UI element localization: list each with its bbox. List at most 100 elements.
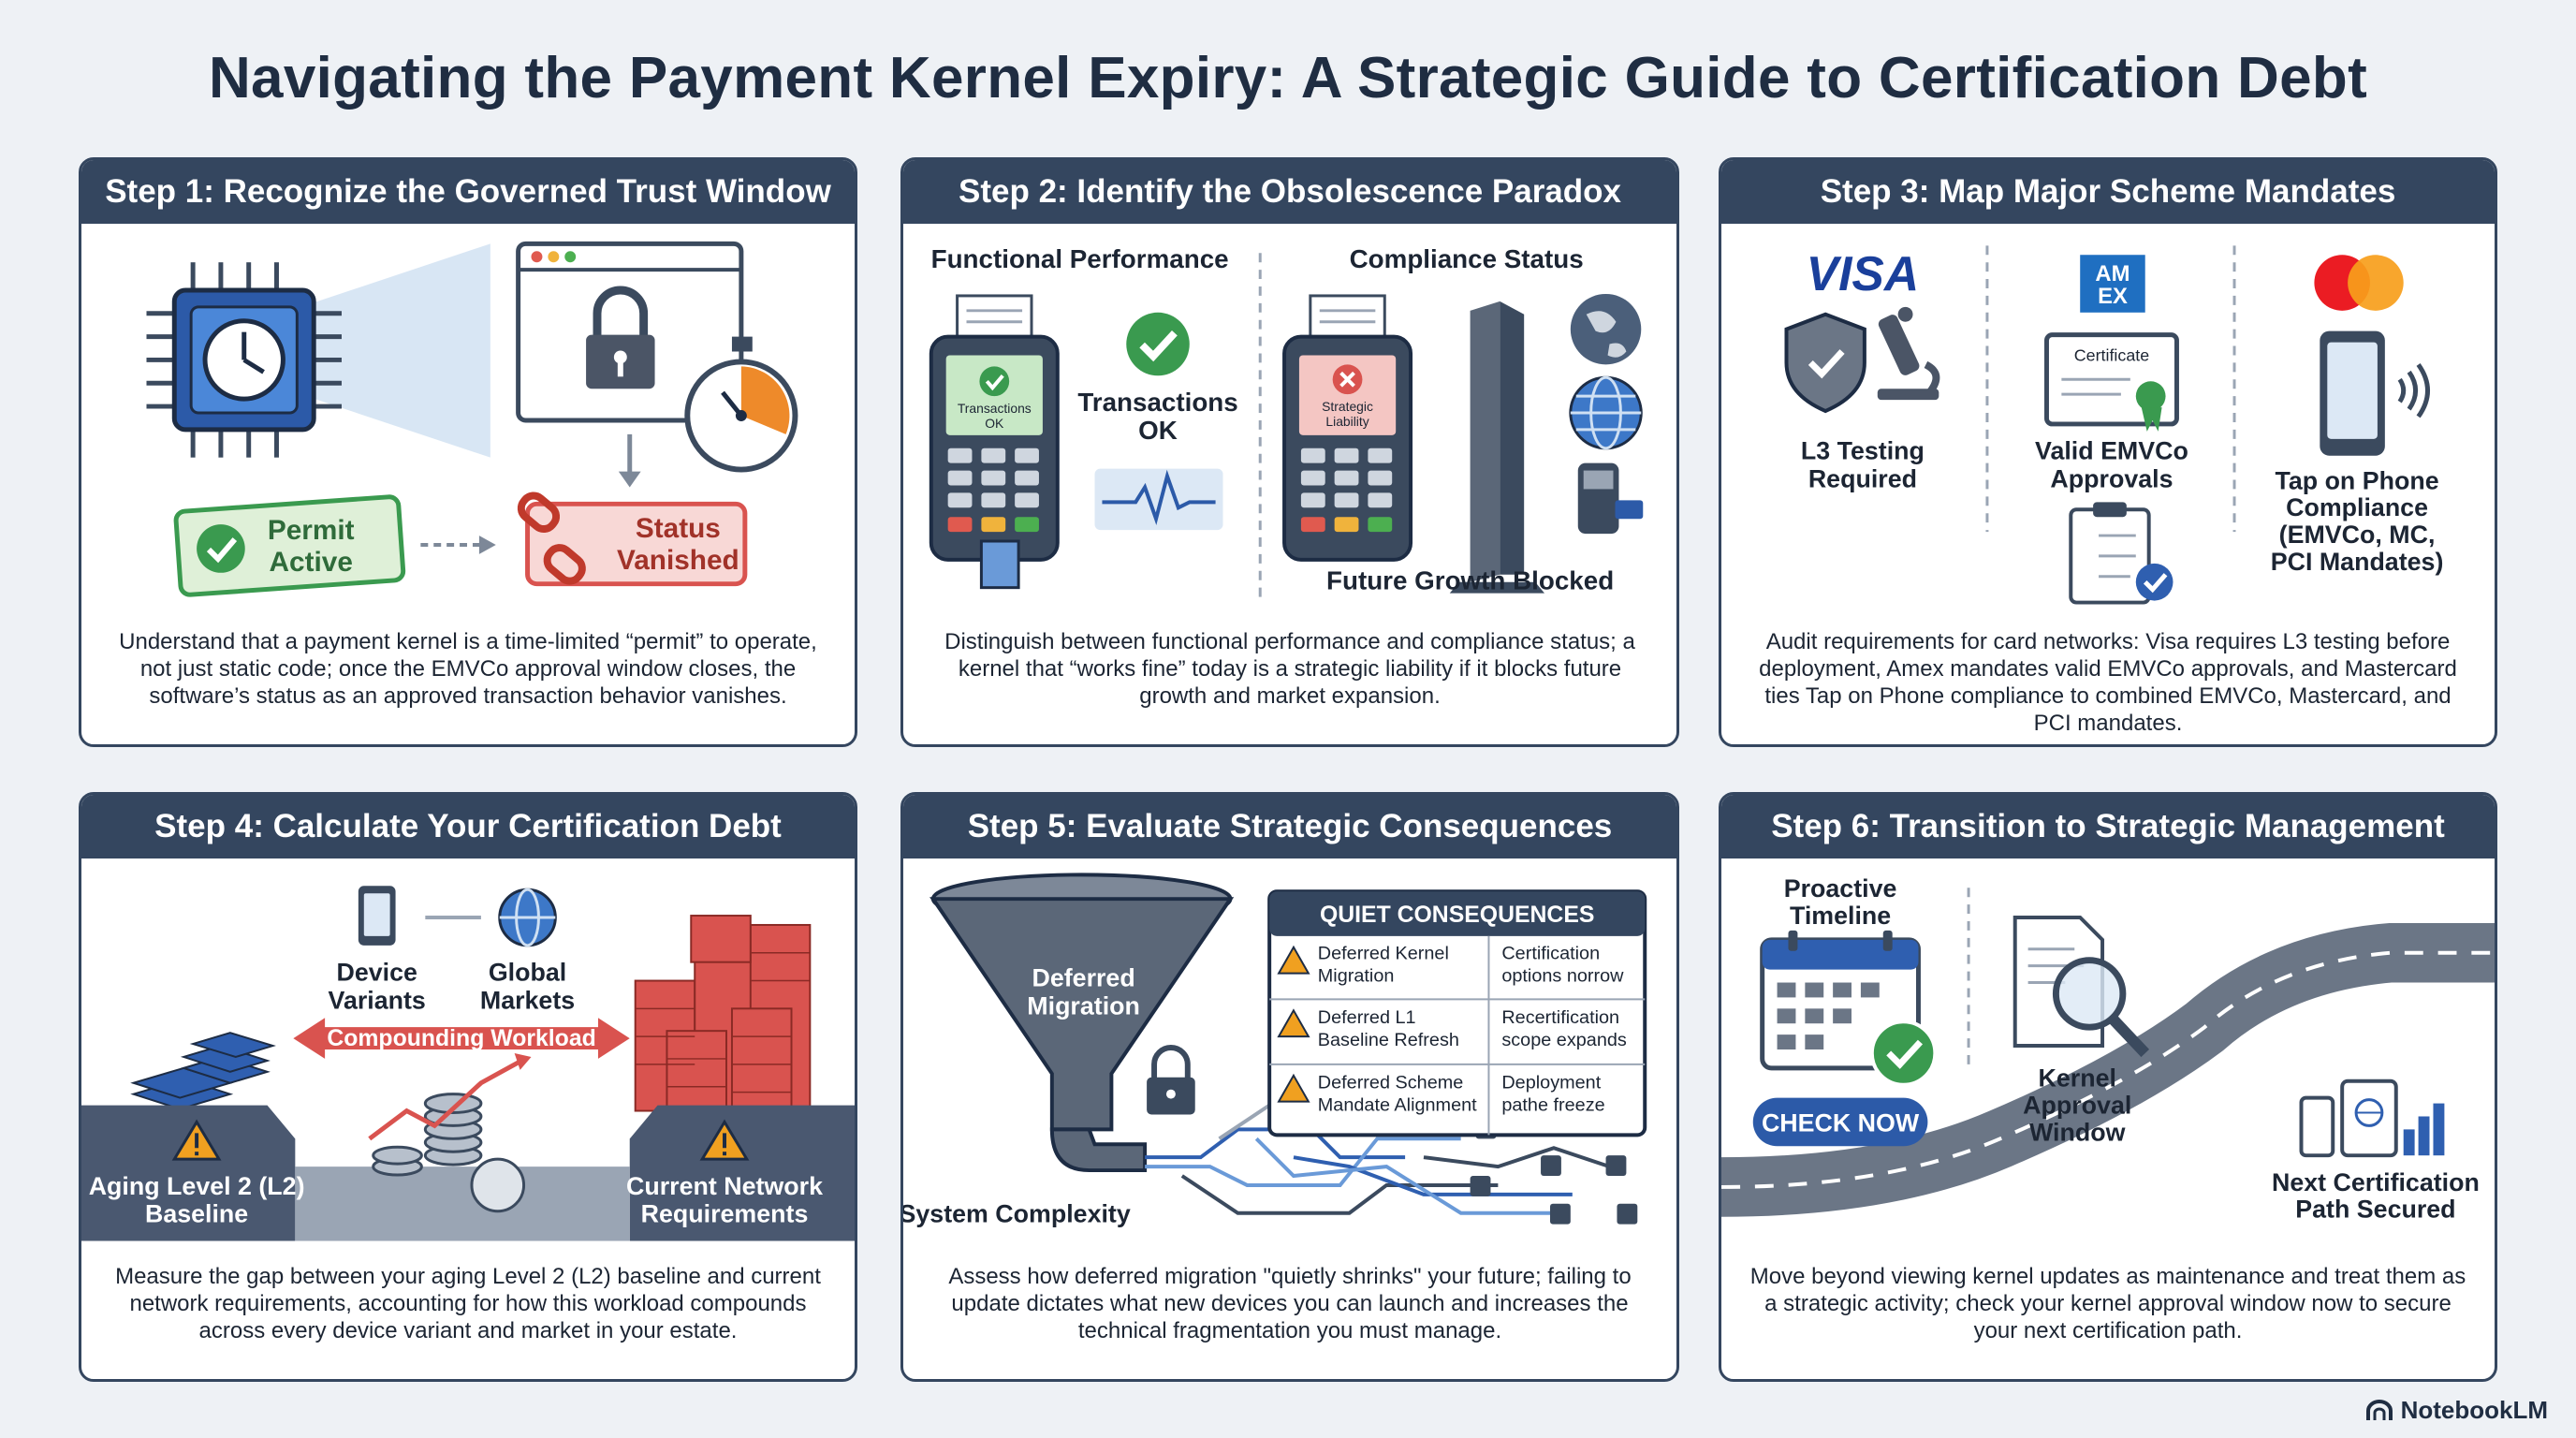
row-2-left-2: Mandate Alignment <box>1318 1095 1477 1116</box>
pulse-chart-icon <box>1094 468 1223 531</box>
timeline-label-1: Proactive <box>1784 874 1897 902</box>
step-1-header: Step 1: Recognize the Governed Trust Win… <box>81 160 855 224</box>
compliance-status-label: Compliance Status <box>1350 244 1584 273</box>
step-6-description: Move beyond viewing kernel updates as ma… <box>1749 1264 2466 1343</box>
global-markets-icon <box>498 888 557 947</box>
visa-logo: VISA <box>1807 246 1919 301</box>
payment-terminal-liability-icon: Strategic Liability <box>1282 294 1413 562</box>
check-now-button[interactable]: CHECK NOW <box>1752 1097 1928 1147</box>
globe-grid-icon <box>1569 375 1643 450</box>
current-requirements-1: Current Network <box>626 1172 823 1200</box>
row-0-left-2: Migration <box>1318 966 1395 987</box>
row-0-right-1: Certification <box>1501 944 1600 964</box>
status-vanished-badge: Status Vanished <box>517 492 748 587</box>
shield-check-icon <box>1784 312 1866 414</box>
step-5-visual: Deferred Migration <box>903 858 1676 1242</box>
funnel-label-2: Migration <box>1027 991 1140 1020</box>
devices-growth-icon <box>2299 1078 2445 1158</box>
step-6-panel: Step 6: Transition to Strategic Manageme… <box>1719 792 2497 1382</box>
global-markets-2: Markets <box>480 986 575 1014</box>
step-6-visual: Proactive Timeline CHECK NOW <box>1721 858 2495 1242</box>
step-3-description: Audit requirements for card networks: Vi… <box>1759 629 2457 736</box>
step-4-visual: Device Variants Global Markets Compoundi… <box>81 858 855 1242</box>
status-label-2: Vanished <box>617 545 739 576</box>
visa-label-1: L3 Testing <box>1801 437 1925 465</box>
step-4-panel: Step 4: Calculate Your Certification Deb… <box>79 792 857 1382</box>
device-variants-2: Variants <box>329 986 426 1014</box>
step-2-illustration: Functional Performance Compliance Status… <box>929 244 1644 597</box>
row-2-left-1: Deferred Scheme <box>1318 1073 1464 1093</box>
next-cert-label-1: Next Certification <box>2272 1168 2480 1196</box>
check-circle-icon <box>197 524 245 573</box>
step-2-header: Step 2: Identify the Obsolescence Parado… <box>903 160 1676 224</box>
terminal-screen-bad-1: Strategic <box>1322 399 1373 414</box>
transactions-ok-label-2: OK <box>1138 416 1178 445</box>
notebooklm-icon <box>2365 1399 2393 1420</box>
terminal-screen-bad-2: Liability <box>1325 414 1368 429</box>
page-title: Navigating the Payment Kernel Expiry: A … <box>208 46 2368 110</box>
certificate-icon: Certificate <box>2043 332 2179 432</box>
table-row: Deferred Scheme Mandate Alignment Deploy… <box>1277 1073 1605 1116</box>
future-growth-blocked-label: Future Growth Blocked <box>1326 566 1614 595</box>
light-beam <box>295 243 490 458</box>
small-blue-stack-icon <box>130 1032 276 1110</box>
step-3-visual: VISA L3 Testing Required AM EX Certi <box>1721 224 2495 608</box>
broken-chain-icon <box>517 492 586 585</box>
step-5-description: Assess how deferred migration "quietly s… <box>948 1264 1632 1343</box>
right-cliff <box>629 1105 855 1241</box>
step-3-header: Step 3: Map Major Scheme Mandates <box>1721 160 2495 224</box>
visa-label-2: Required <box>1808 464 1917 492</box>
warning-icon <box>1277 1073 1310 1103</box>
row-0-left-1: Deferred Kernel <box>1318 944 1449 964</box>
magnifier-document-icon <box>2012 916 2150 1058</box>
permit-label-1: Permit <box>268 515 355 546</box>
certificate-word: Certificate <box>2074 345 2149 364</box>
step-2-visual: Functional Performance Compliance Status… <box>903 224 1676 608</box>
kernel-label-3: Window <box>2029 1118 2126 1146</box>
table-row: Deferred L1 Baseline Refresh Recertifica… <box>1277 1007 1627 1050</box>
aging-baseline-2: Baseline <box>145 1200 248 1228</box>
processor-chip-icon <box>146 262 342 458</box>
compounding-workload-arrow: Compounding Workload <box>293 1018 630 1059</box>
calendar-icon <box>1760 930 1938 1087</box>
microscope-icon <box>1877 306 1940 401</box>
step-1-illustration: Permit Active Status Vanished <box>146 241 798 597</box>
row-1-left-2: Baseline Refresh <box>1318 1030 1459 1050</box>
step-2-description: Distinguish between functional performan… <box>944 629 1635 709</box>
terminal-screen-ok-2: OK <box>985 416 1004 431</box>
aging-baseline-1: Aging Level 2 (L2) <box>89 1172 305 1200</box>
step-1-panel: Step 1: Recognize the Governed Trust Win… <box>79 157 857 747</box>
trend-arrow-icon <box>368 1060 520 1141</box>
step-4-header: Step 4: Calculate Your Certification Deb… <box>81 795 855 858</box>
warning-icon <box>1277 945 1310 975</box>
device-variants-1: Device <box>336 959 417 987</box>
clipboard-checklist-icon <box>2069 502 2174 605</box>
table-row: Deferred Kernel Migration Certification … <box>1277 944 1624 987</box>
brand-label: NotebookLM <box>2400 1396 2548 1424</box>
transactions-ok-label-1: Transactions <box>1077 388 1237 417</box>
row-1-right-2: scope expands <box>1501 1030 1627 1050</box>
next-cert-label-2: Path Secured <box>2295 1196 2455 1224</box>
device-icon <box>358 886 396 946</box>
globe-icon <box>1570 293 1642 365</box>
permit-active-badge: Permit Active <box>173 494 406 597</box>
row-0-right-2: options norrow <box>1501 966 1624 987</box>
step-1-description: Understand that a payment kernel is a ti… <box>119 629 817 709</box>
check-now-label: CHECK NOW <box>1762 1108 1920 1137</box>
card-reader-icon <box>1577 462 1644 535</box>
row-2-right-2: pathe freeze <box>1501 1095 1604 1116</box>
phone-contactless-icon <box>2320 330 2430 456</box>
warning-icon <box>699 1119 750 1161</box>
padlock-icon <box>1147 1045 1195 1115</box>
amex-label-2: Approvals <box>2050 464 2173 492</box>
mc-label-1: Tap on Phone <box>2275 466 2438 494</box>
mc-label-4: PCI Mandates) <box>2271 548 2444 576</box>
row-2-right-1: Deployment <box>1501 1073 1601 1093</box>
kernel-label-1: Kernel <box>2039 1064 2116 1093</box>
padlock-icon <box>593 286 649 337</box>
step-5-header: Step 5: Evaluate Strategic Consequences <box>903 795 1676 858</box>
amex-logo-line-2: EX <box>2098 284 2128 309</box>
step-3-illustration: VISA L3 Testing Required AM EX Certi <box>1784 245 2444 605</box>
funnel-label-1: Deferred <box>1032 963 1134 991</box>
stopwatch-icon <box>684 336 798 473</box>
